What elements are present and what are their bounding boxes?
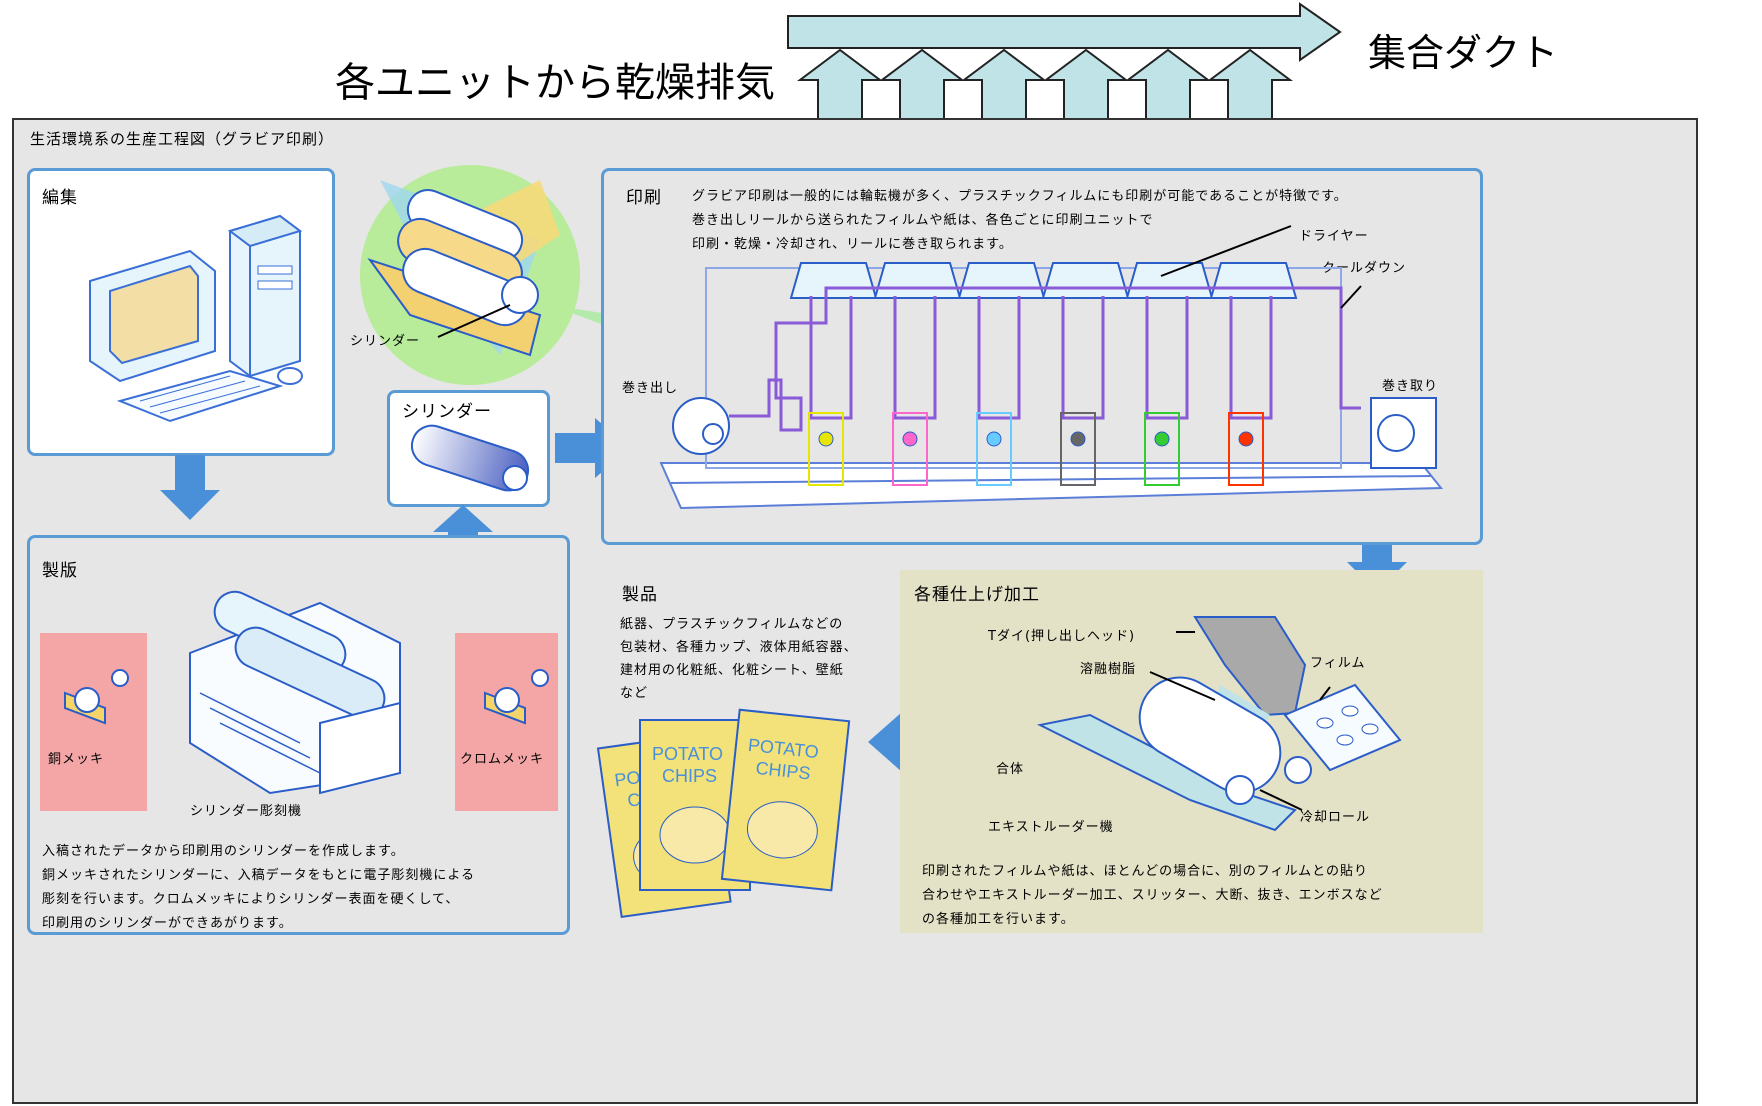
chip-bag-text-1: POTATO: [652, 744, 723, 764]
web-loop: [1145, 296, 1189, 420]
rotary-press-illustration: [659, 225, 1444, 510]
finishing-desc-2: の各種加工を行います。: [922, 912, 1075, 927]
editing-panel: 編集: [27, 168, 335, 456]
chip-bag-chip: [659, 806, 731, 864]
ink-dot: [902, 431, 918, 447]
dryer-unit: [789, 262, 878, 299]
extruder-label: エキストルーダー機: [988, 820, 1114, 835]
computer-icon: [89, 214, 303, 423]
platemaking-desc-0: 入稿されたデータから印刷用のシリンダーを作成します。: [42, 844, 405, 859]
extruder-illustration: [1036, 616, 1402, 832]
finishing-heading: 各種仕上げ加工: [914, 585, 1040, 605]
products-desc-0: 紙器、プラスチックフィルムなどの: [620, 617, 844, 632]
printing-desc-0: グラビア印刷は一般的には輪転機が多く、プラスチックフィルムにも印刷が可能であるこ…: [692, 189, 1348, 204]
web-loop: [1229, 296, 1273, 420]
products-heading: 製品: [622, 585, 658, 605]
platemaking-panel: 製版 銅メッキ クロムメッキ シリンダー彫刻機 入稿されたデータから印刷用のシリ…: [27, 535, 570, 935]
cylinder-heading: シリンダー: [402, 402, 492, 422]
exhaust-label: 各ユニットから乾燥排気: [335, 60, 775, 106]
products-desc-2: 建材用の化粧紙、化粧シート、壁紙: [620, 663, 844, 678]
finishing-desc-0: 印刷されたフィルムや紙は、ほとんどの場合に、別のフィルムとの貼り: [922, 864, 1369, 879]
chip-bag-body: [720, 708, 851, 892]
exhaust-duct-illustration: [787, 2, 1342, 141]
web-loop: [1061, 296, 1105, 420]
dryer-label: ドライヤー: [1299, 229, 1369, 244]
products-desc-1: 包装材、各種カップ、液体用紙容器、: [620, 640, 858, 655]
finishing-desc-1: 合わせやエキストルーダー加工、スリッター、大断、抜き、エンボスなど: [922, 888, 1383, 903]
platemaking-desc-3: 印刷用のシリンダーができあがります。: [42, 916, 293, 931]
rewind-label: 巻き取り: [1382, 379, 1439, 394]
chip-bag-text-2: CHIPS: [662, 766, 717, 786]
platemaking-desc-1: 銅メッキされたシリンダーに、入稿データをもとに電子彫刻機による: [42, 868, 475, 883]
ink-dot: [1070, 431, 1086, 447]
potato-chips-bags-illustration: POTATOCHIPSPOTATOCHIPSPOTATOCHIPS: [596, 708, 851, 919]
editing-heading: 編集: [42, 188, 78, 208]
web-loop: [809, 296, 853, 420]
chip-bag-chip: [746, 801, 818, 859]
platemaking-desc-2: 彫刻を行います。クロムメッキによりシリンダー表面を硬くして、: [42, 892, 460, 907]
diagram-title: 生活環境系の生産工程図（グラビア印刷）: [30, 130, 335, 148]
engraver-label: シリンダー彫刻機: [190, 804, 303, 819]
chrome-plating-icon: [484, 669, 549, 725]
print-unit-box: [1060, 412, 1096, 486]
engraver-machine-icon: [189, 590, 401, 795]
duct-label: 集合ダクト: [1368, 31, 1559, 75]
copper-plating-label: 銅メッキ: [48, 752, 105, 767]
film-label: フィルム: [1310, 656, 1366, 671]
print-unit-box: [808, 412, 844, 486]
web-loop: [977, 296, 1021, 420]
ink-dot: [986, 431, 1002, 447]
print-unit-box: [892, 412, 928, 486]
dryer-unit: [1041, 262, 1130, 299]
ink-dot: [818, 431, 834, 447]
ink-dot: [1154, 431, 1170, 447]
cylinder-icon: [410, 424, 530, 492]
copper-plating-box: [40, 633, 147, 811]
chrome-plating-label: クロムメッキ: [460, 752, 545, 767]
printing-heading: 印刷: [626, 188, 662, 208]
print-unit-box: [976, 412, 1012, 486]
dryer-unit: [957, 262, 1046, 299]
web-loop: [893, 296, 937, 420]
cooldown-label: クールダウン: [1322, 261, 1407, 276]
dryer-unit: [1125, 262, 1214, 299]
duct-arrow: [787, 2, 1342, 62]
print-unit-box: [1228, 412, 1264, 486]
cylinder-panel: シリンダー: [387, 390, 550, 507]
platemaking-heading: 製版: [42, 561, 78, 581]
chill-roll-label: 冷却ロール: [1300, 810, 1371, 825]
copper-plating-icon: [64, 669, 129, 725]
ink-dot: [1238, 431, 1254, 447]
resin-label: 溶融樹脂: [1080, 662, 1137, 677]
printing-desc-2: 印刷・乾燥・冷却され、リールに巻き取られます。: [692, 237, 1013, 252]
products-desc-3: など: [620, 686, 649, 701]
dryer-unit: [873, 262, 962, 299]
chrome-plating-box: [455, 633, 558, 811]
printing-desc-1: 巻き出しリールから送られたフィルムや紙は、各色ごとに印刷ユニットで: [692, 213, 1154, 228]
tdie-label: Tダイ(押し出しヘッド): [988, 629, 1136, 644]
cylinder-zoom-label: シリンダー: [350, 334, 421, 349]
print-unit-box: [1144, 412, 1180, 486]
arrow-editing-to-platemaking: [160, 455, 220, 520]
unwind-label: 巻き出し: [622, 381, 679, 396]
dryer-unit: [1209, 262, 1298, 299]
laminate-label: 合体: [996, 762, 1025, 777]
